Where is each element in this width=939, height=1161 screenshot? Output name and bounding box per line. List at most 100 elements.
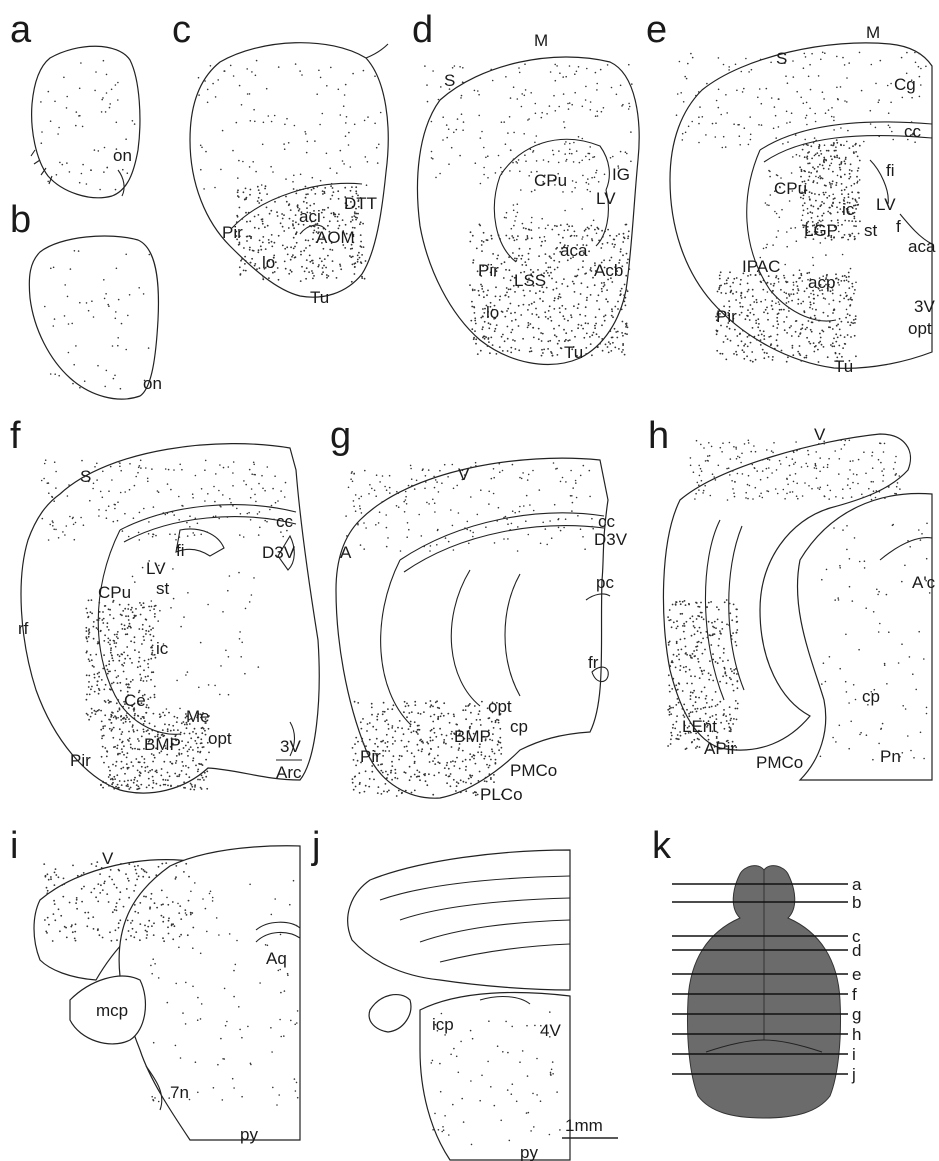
label-e-aca: aca: [908, 237, 936, 256]
panel-letter-f: f: [10, 415, 21, 457]
label-f-cc: cc: [276, 512, 294, 531]
label-f-opt: opt: [208, 729, 232, 748]
level-label-h: h: [852, 1025, 861, 1044]
section-h-midbrain: [797, 494, 932, 780]
label-c-Tu: Tu: [310, 288, 329, 307]
section-a-outline: [32, 46, 140, 198]
panel-letter-h: h: [648, 415, 669, 457]
label-f-Arc: Arc: [276, 763, 302, 782]
label-a-on: on: [113, 146, 132, 165]
panel-letter-k: k: [652, 825, 672, 867]
panel-b: b on: [10, 199, 162, 399]
label-f-CPu: CPu: [98, 583, 131, 602]
label-e-f: f: [896, 217, 901, 236]
label-h-V: V: [814, 425, 826, 444]
label-d-IG: IG: [612, 165, 630, 184]
level-label-g: g: [852, 1005, 861, 1024]
label-j-4V: 4V: [540, 1021, 561, 1040]
label-e-IPAC: IPAC: [742, 257, 780, 276]
panel-letter-e: e: [646, 9, 667, 51]
panel-c: c DTT aci Pir AOM lo Tu: [172, 9, 388, 307]
label-g-opt: opt: [488, 697, 512, 716]
label-e-3V: 3V: [914, 297, 935, 316]
label-h-APir: APir: [704, 739, 736, 758]
section-c-edge: [366, 44, 388, 58]
label-f-LV: LV: [146, 559, 166, 578]
label-e-acp: acp: [808, 273, 835, 292]
label-h-Pn: Pn: [880, 747, 901, 766]
label-i-mcp: mcp: [96, 1001, 128, 1020]
label-g-BMP: BMP: [454, 727, 491, 746]
label-e-ic: ic: [842, 200, 855, 219]
label-c-aci: aci: [299, 207, 321, 226]
label-f-ic: ic: [156, 639, 169, 658]
label-f-BMP: BMP: [144, 735, 181, 754]
label-c-DTT: DTT: [344, 194, 377, 213]
section-i-brainstem: [119, 846, 300, 1140]
panel-letter-j: j: [311, 825, 320, 867]
level-label-a: a: [852, 875, 862, 894]
panel-letter-g: g: [330, 415, 351, 457]
label-c-Pir: Pir: [222, 223, 243, 242]
label-i-Aq: Aq: [266, 949, 287, 968]
panel-f: f S cc fi D3V LV CPu st rf ic Ce Me opt …: [10, 415, 319, 793]
label-c-lo: lo: [262, 253, 275, 272]
label-i-py: py: [240, 1125, 258, 1144]
label-g-PLCo: PLCo: [480, 785, 523, 804]
label-d-M: M: [534, 31, 548, 50]
level-label-i: i: [852, 1045, 856, 1064]
label-e-LGP: LGP: [804, 221, 838, 240]
level-label-j: j: [851, 1065, 856, 1084]
panel-letter-b: b: [10, 199, 31, 241]
label-d-LV: LV: [596, 189, 616, 208]
label-f-fi: fi: [176, 541, 185, 560]
label-f-S: S: [80, 467, 91, 486]
label-e-Cg: Cg: [894, 75, 916, 94]
panel-e: e M S Cg cc fi CPu ic LV LGP st f aca IP…: [646, 9, 936, 376]
label-h-cp: cp: [862, 687, 880, 706]
label-f-D3V: D3V: [262, 543, 296, 562]
panel-i: i V Aq mcp 7n py: [10, 825, 300, 1144]
label-j-py: py: [520, 1143, 538, 1161]
label-b-on: on: [143, 374, 162, 393]
panel-letter-a: a: [10, 9, 32, 51]
label-d-lo: lo: [486, 303, 499, 322]
label-d-Acb: Acb: [594, 261, 623, 280]
label-e-M: M: [866, 23, 880, 42]
label-h-LEnt: LEnt: [682, 717, 717, 736]
label-g-cp: cp: [510, 717, 528, 736]
label-g-cc: cc: [598, 512, 616, 531]
label-d-Tu: Tu: [564, 343, 583, 362]
label-f-Ce: Ce: [124, 691, 146, 710]
label-f-Pir: Pir: [70, 751, 91, 770]
panel-letter-i: i: [10, 825, 18, 867]
label-e-Pir: Pir: [716, 307, 737, 326]
label-g-A: A: [340, 543, 352, 562]
level-label-e: e: [852, 965, 861, 984]
label-e-cc: cc: [904, 122, 922, 141]
label-h-PMCo: PMCo: [756, 753, 803, 772]
label-g-fr: fr: [588, 653, 599, 672]
label-e-fi: fi: [886, 161, 895, 180]
label-c-AOM: AOM: [316, 228, 355, 247]
panel-d: d M S IG CPu LV aca Pir LSS Acb lo Tu: [412, 9, 639, 364]
label-e-CPu: CPu: [774, 179, 807, 198]
label-j-icp: icp: [432, 1015, 454, 1034]
label-f-rf: rf: [18, 619, 29, 638]
panel-letter-d: d: [412, 9, 433, 51]
label-e-st: st: [864, 221, 878, 240]
label-e-S: S: [776, 49, 787, 68]
label-e-LV: LV: [876, 195, 896, 214]
scale-bar-label: 1mm: [565, 1116, 603, 1135]
panel-h: h V A'c LEnt cp APir PMCo Pn: [648, 415, 936, 780]
label-g-pc: pc: [596, 573, 614, 592]
section-j-cerebellum: [348, 850, 570, 990]
label-e-Tu: Tu: [834, 357, 853, 376]
label-d-S: S: [444, 71, 455, 90]
level-label-d: d: [852, 941, 861, 960]
panel-k: k abcdefghij: [652, 825, 862, 1118]
label-d-aca: aca: [560, 241, 588, 260]
label-f-st: st: [156, 579, 170, 598]
label-f-Me: Me: [186, 707, 210, 726]
